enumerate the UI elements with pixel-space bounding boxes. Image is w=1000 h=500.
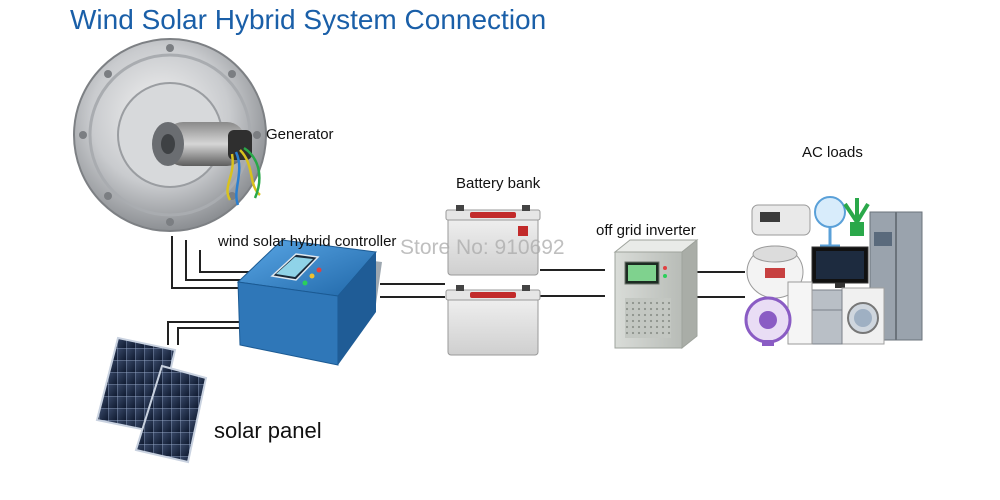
- controller-image: [236, 239, 382, 366]
- inverter-image: [613, 238, 699, 350]
- solar-panel-label: solar panel: [214, 418, 322, 443]
- page-title: Wind Solar Hybrid System Connection: [70, 4, 547, 35]
- battery-top-image: [445, 205, 541, 276]
- battery-bank-label: Battery bank: [456, 175, 541, 192]
- wires: [167, 236, 745, 345]
- store-watermark: Store No: 910692: [400, 236, 565, 259]
- generator-image: [73, 38, 267, 232]
- controller-label: wind solar hybrid controller: [218, 233, 397, 250]
- battery-bottom-image: [445, 285, 541, 356]
- ac-loads-image: [744, 196, 923, 346]
- inverter-label: off grid inverter: [596, 222, 696, 239]
- generator-label: Generator: [266, 126, 334, 143]
- ac-loads-label: AC loads: [802, 144, 863, 161]
- solar-panel-image: [95, 336, 208, 464]
